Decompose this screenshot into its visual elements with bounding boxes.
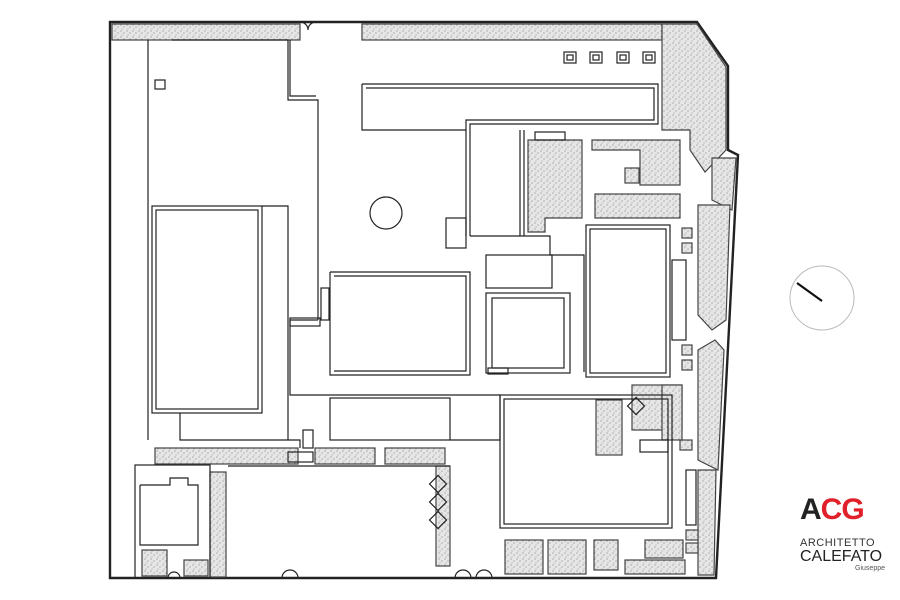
rooms bbox=[134, 39, 697, 579]
stairs bbox=[287, 131, 669, 463]
logo-calefato: CALEFATO bbox=[800, 548, 883, 565]
north-compass bbox=[789, 265, 855, 331]
doors bbox=[167, 21, 493, 579]
architect-logo: ACG ARCHITETTO CALEFATO Giuseppe bbox=[800, 495, 895, 585]
hatched-areas bbox=[111, 23, 737, 578]
logo-mark-a: A bbox=[800, 493, 822, 526]
building-outline bbox=[108, 20, 740, 580]
round-column bbox=[369, 196, 403, 230]
logo-mark: ACG bbox=[800, 495, 895, 525]
logo-mark-cg: CG bbox=[820, 493, 865, 526]
logo-architetto: ARCHITETTO bbox=[800, 537, 876, 549]
north-arrow-icon bbox=[796, 282, 823, 302]
logo-giuseppe: Giuseppe bbox=[855, 565, 885, 572]
fixtures bbox=[154, 51, 656, 530]
